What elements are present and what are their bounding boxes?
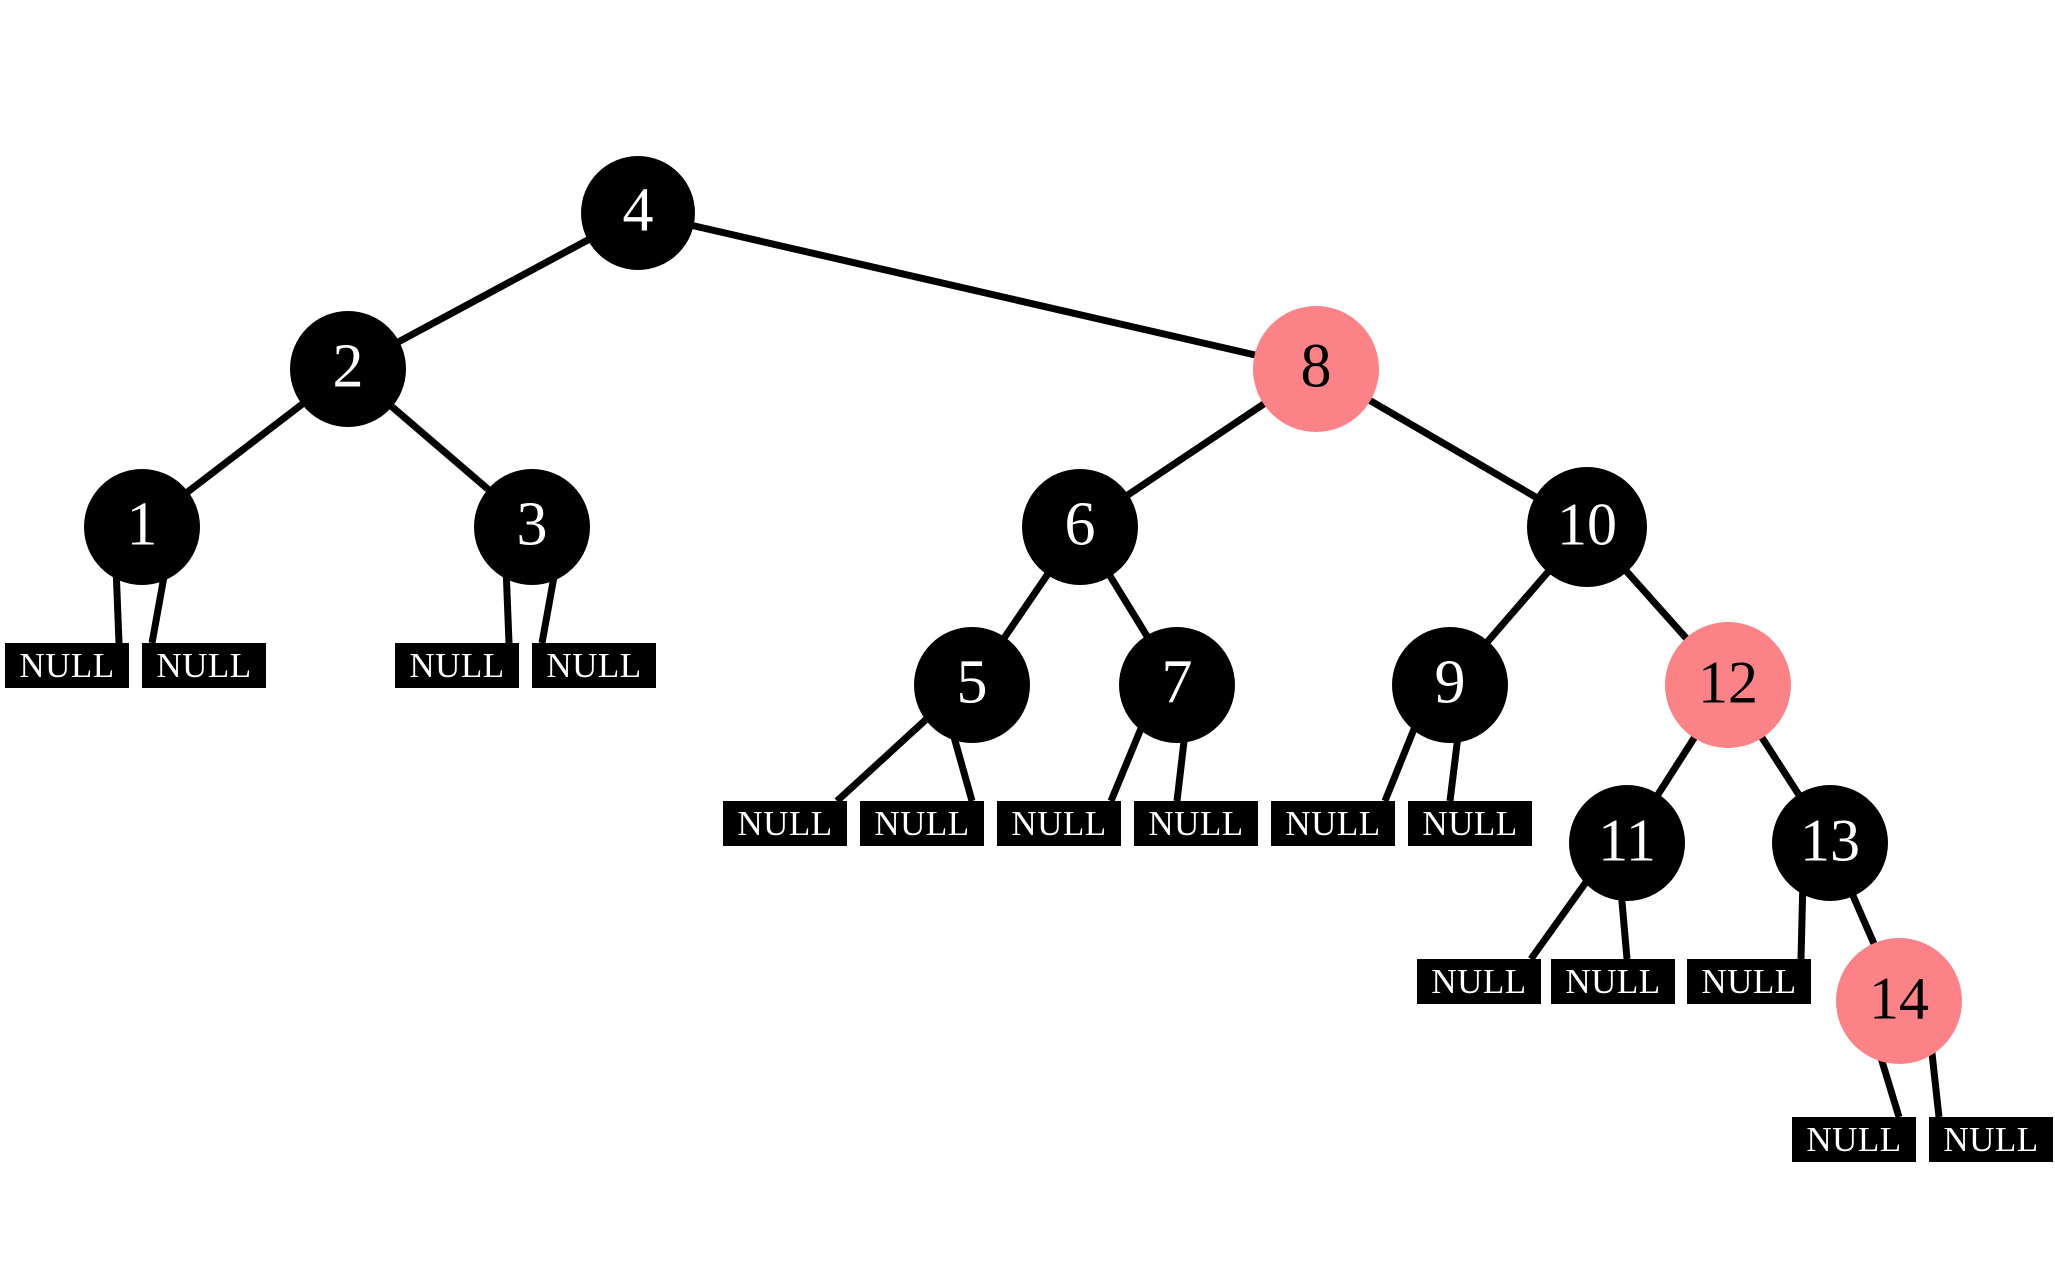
null-leaf: NULL [1271, 801, 1395, 846]
tree-edge [1848, 891, 1879, 949]
tree-node-label: 11 [1598, 807, 1656, 874]
tree-node-label: 8 [1300, 332, 1332, 401]
tree-node-label: 5 [956, 648, 988, 717]
null-leaf: NULL [532, 643, 656, 688]
tree-edge [393, 235, 593, 347]
tree-node-label: 6 [1064, 490, 1096, 559]
tree-node-label: 13 [1800, 807, 1860, 874]
tree-edge [386, 401, 494, 495]
null-leaf: NULL [1792, 1117, 1916, 1162]
null-leaf: NULL [395, 643, 519, 688]
tree-node-11[interactable]: 11 [1569, 785, 1685, 901]
tree-node-12[interactable]: 12 [1665, 622, 1791, 748]
tree-edge [950, 734, 976, 802]
tree-edge [1365, 395, 1541, 502]
tree-node-label: 10 [1557, 491, 1617, 558]
tree-edge [1618, 896, 1631, 960]
tree-edge [1797, 889, 1807, 960]
tree-edge [1528, 877, 1591, 962]
tree-edge [502, 574, 513, 644]
tree-node-2[interactable]: 2 [290, 311, 406, 427]
tree-edge [148, 575, 168, 644]
tree-node-13[interactable]: 13 [1772, 785, 1888, 901]
tree-node-label: 4 [622, 176, 654, 245]
tree-edge [1107, 724, 1146, 803]
null-leaf: NULL [860, 801, 984, 846]
tree-node-1[interactable]: 1 [84, 469, 200, 585]
tree-node-label: 9 [1434, 648, 1466, 717]
tree-node-label: 14 [1869, 965, 1929, 1032]
tree-edge [182, 399, 308, 497]
tree-node-6[interactable]: 6 [1022, 469, 1138, 585]
null-leaf: NULL [1687, 959, 1811, 1004]
null-leaf: NULL [5, 643, 129, 688]
tree-edge [688, 221, 1260, 360]
tree-node-8[interactable]: 8 [1253, 306, 1379, 432]
tree-edge [1482, 567, 1553, 647]
tree-node-label: 7 [1161, 648, 1193, 717]
tree-edge [538, 575, 558, 644]
tree-edge [1173, 738, 1188, 802]
tree-edge [1105, 571, 1152, 641]
null-leaf: NULL [1551, 959, 1675, 1004]
tree-node-9[interactable]: 9 [1392, 627, 1508, 743]
tree-edge [1877, 1056, 1903, 1119]
null-leaf: NULL [997, 801, 1121, 846]
tree-node-label: 12 [1698, 649, 1758, 716]
tree-edge [1381, 724, 1419, 803]
tree-edge [834, 714, 931, 804]
null-leaf: NULL [142, 643, 266, 688]
tree-node-3[interactable]: 3 [474, 469, 590, 585]
tree-edge [1446, 738, 1462, 802]
tree-edge [1122, 398, 1269, 500]
null-leaf: NULL [1134, 801, 1258, 846]
tree-edge [1653, 732, 1700, 800]
tree-node-5[interactable]: 5 [914, 627, 1030, 743]
tree-node-7[interactable]: 7 [1119, 627, 1235, 743]
tree-edge [1757, 732, 1804, 800]
null-leaf: NULL [1929, 1117, 2053, 1162]
tree-node-label: 1 [126, 490, 158, 559]
tree-edge [112, 574, 123, 644]
tree-edge [1928, 1049, 1943, 1118]
null-leaf: NULL [1417, 959, 1541, 1004]
tree-node-14[interactable]: 14 [1836, 938, 1962, 1064]
tree-node-label: 3 [516, 490, 548, 559]
tree-edge [1621, 566, 1692, 644]
null-leaf: NULL [723, 801, 847, 846]
null-leaf: NULL [1408, 801, 1532, 846]
tree-node-label: 2 [332, 332, 364, 401]
tree-node-4[interactable]: 4 [581, 156, 695, 270]
tree-edge [999, 569, 1053, 643]
tree-node-10[interactable]: 10 [1527, 467, 1647, 587]
